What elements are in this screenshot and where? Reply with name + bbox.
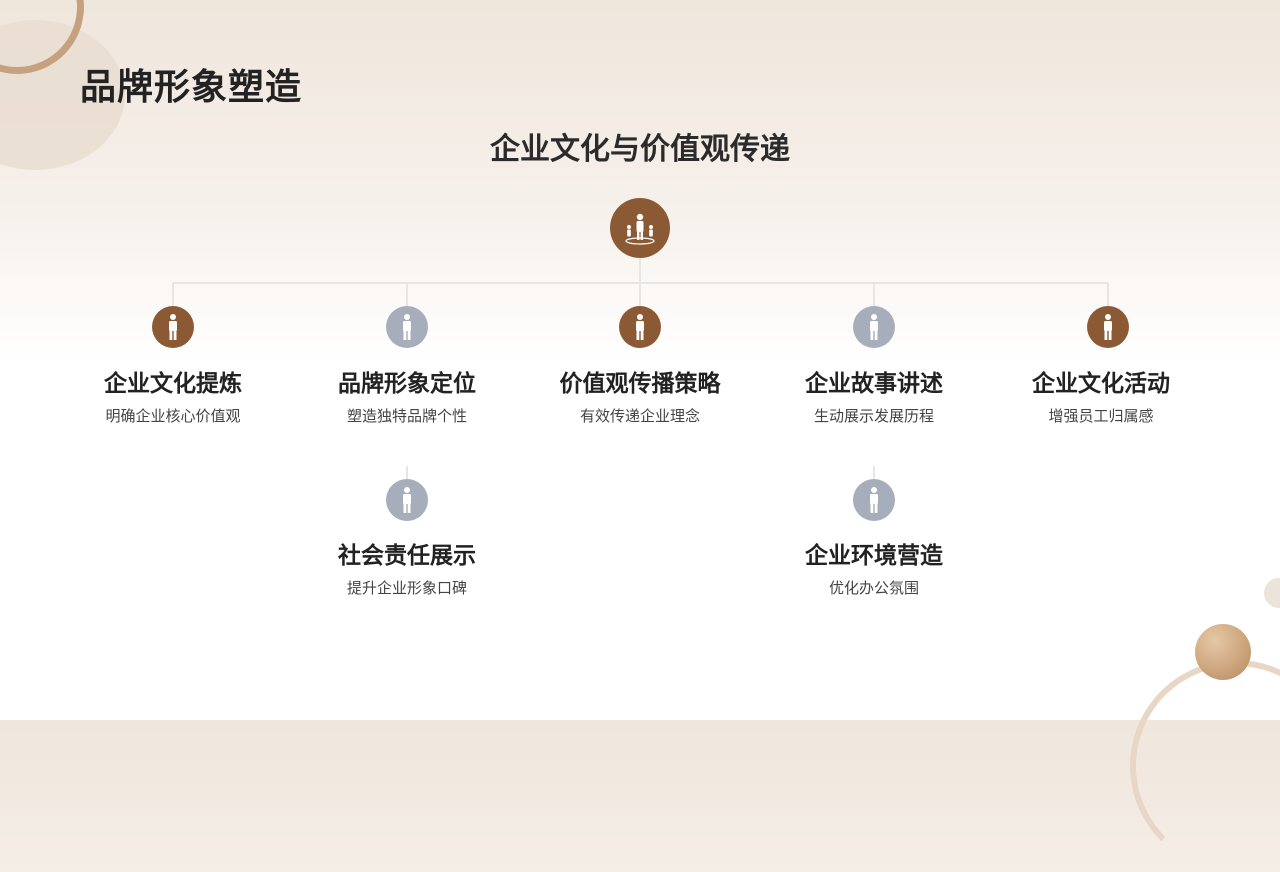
diagram-root-title: 企业文化与价值观传递 (490, 132, 790, 167)
node-title-3: 价值观传播策略 (559, 371, 721, 397)
node-desc-4: 生动展示发展历程 (813, 407, 934, 425)
node-desc-5: 增强员工归属感 (1048, 407, 1154, 425)
node-desc-3: 有效传递企业理念 (579, 407, 700, 425)
decorative-ball-bottom-right (1195, 624, 1251, 680)
node-title-2: 品牌形象定位 (338, 371, 476, 397)
child-title-2: 企业环境营造 (805, 543, 943, 569)
node-desc-1: 明确企业核心价值观 (105, 407, 241, 425)
person-icon (1087, 306, 1129, 348)
person-icon (853, 479, 895, 521)
node-title-1: 企业文化提炼 (104, 371, 242, 397)
person-icon (619, 306, 661, 348)
person-icon (386, 479, 428, 521)
person-icon (386, 306, 428, 348)
person-icon (853, 306, 895, 348)
connector-lines (172, 258, 1109, 479)
page-title: 品牌形象塑造 (80, 67, 303, 108)
people-group-icon (610, 198, 670, 258)
node-desc-2: 塑造独特品牌个性 (346, 407, 467, 425)
child-title-1: 社会责任展示 (338, 543, 476, 569)
child-desc-2: 优化办公氛围 (828, 579, 919, 597)
person-icon (152, 306, 194, 348)
node-title-5: 企业文化活动 (1032, 371, 1170, 397)
decorative-dot-right (1264, 578, 1280, 608)
child-desc-1: 提升企业形象口碑 (346, 579, 467, 597)
node-title-4: 企业故事讲述 (805, 371, 943, 397)
